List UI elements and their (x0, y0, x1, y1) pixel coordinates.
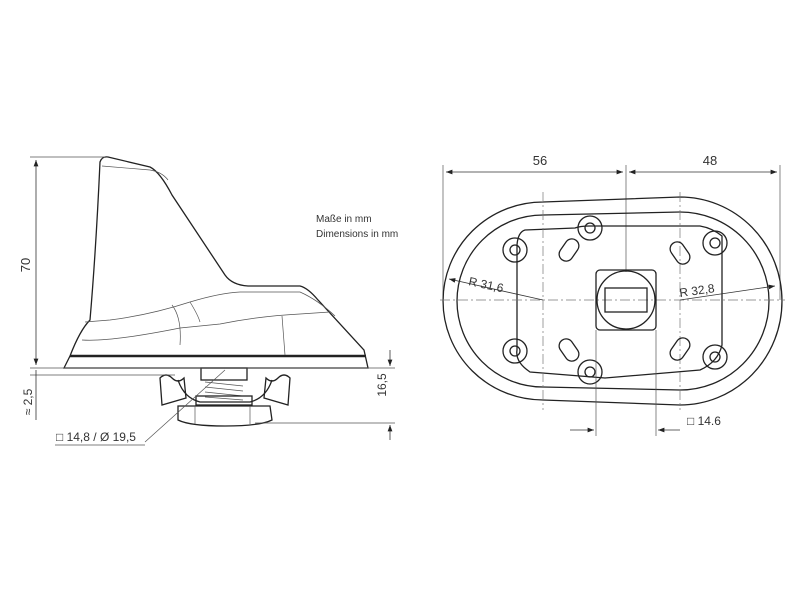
fin-detail (81, 311, 331, 341)
fin-detail (171, 301, 286, 356)
fin-detail (84, 291, 336, 323)
width-right-label: 48 (703, 153, 717, 168)
radius-left-line (448, 278, 544, 301)
width-left-label: 56 (533, 153, 547, 168)
radius-right-line (679, 284, 776, 301)
mounting-slots (558, 238, 691, 362)
screw-icons (502, 215, 728, 385)
base-plate-outline (516, 225, 723, 379)
gap-label: ≈ 2,5 (21, 388, 35, 415)
fin-detail (101, 165, 169, 181)
units-note-en: Dimensions in mm (316, 229, 398, 240)
leader-line (144, 369, 226, 443)
side-view: 70 ≈ 2,5 16,5 □ 14,8 / Ø 19,5 (18, 156, 395, 446)
antenna-fin-outline (62, 156, 369, 369)
connector-slot (604, 287, 648, 313)
connector-circle (596, 270, 656, 330)
height-label: 70 (18, 258, 33, 272)
radius-left-label: R 31,6 (467, 274, 505, 295)
connector-square (595, 269, 657, 331)
mount-height-label: 16,5 (375, 373, 389, 397)
units-note-de: Maße in mm (316, 214, 372, 225)
bottom-view: 56 48 R 31,6 R 32,8 (440, 153, 785, 436)
radius-right-label: R 32,8 (678, 281, 715, 300)
square-size-label: □ 14.6 (687, 414, 721, 428)
mount-assembly (159, 367, 291, 427)
inner-outline (456, 211, 770, 391)
thread-label: □ 14,8 / Ø 19,5 (56, 430, 136, 444)
